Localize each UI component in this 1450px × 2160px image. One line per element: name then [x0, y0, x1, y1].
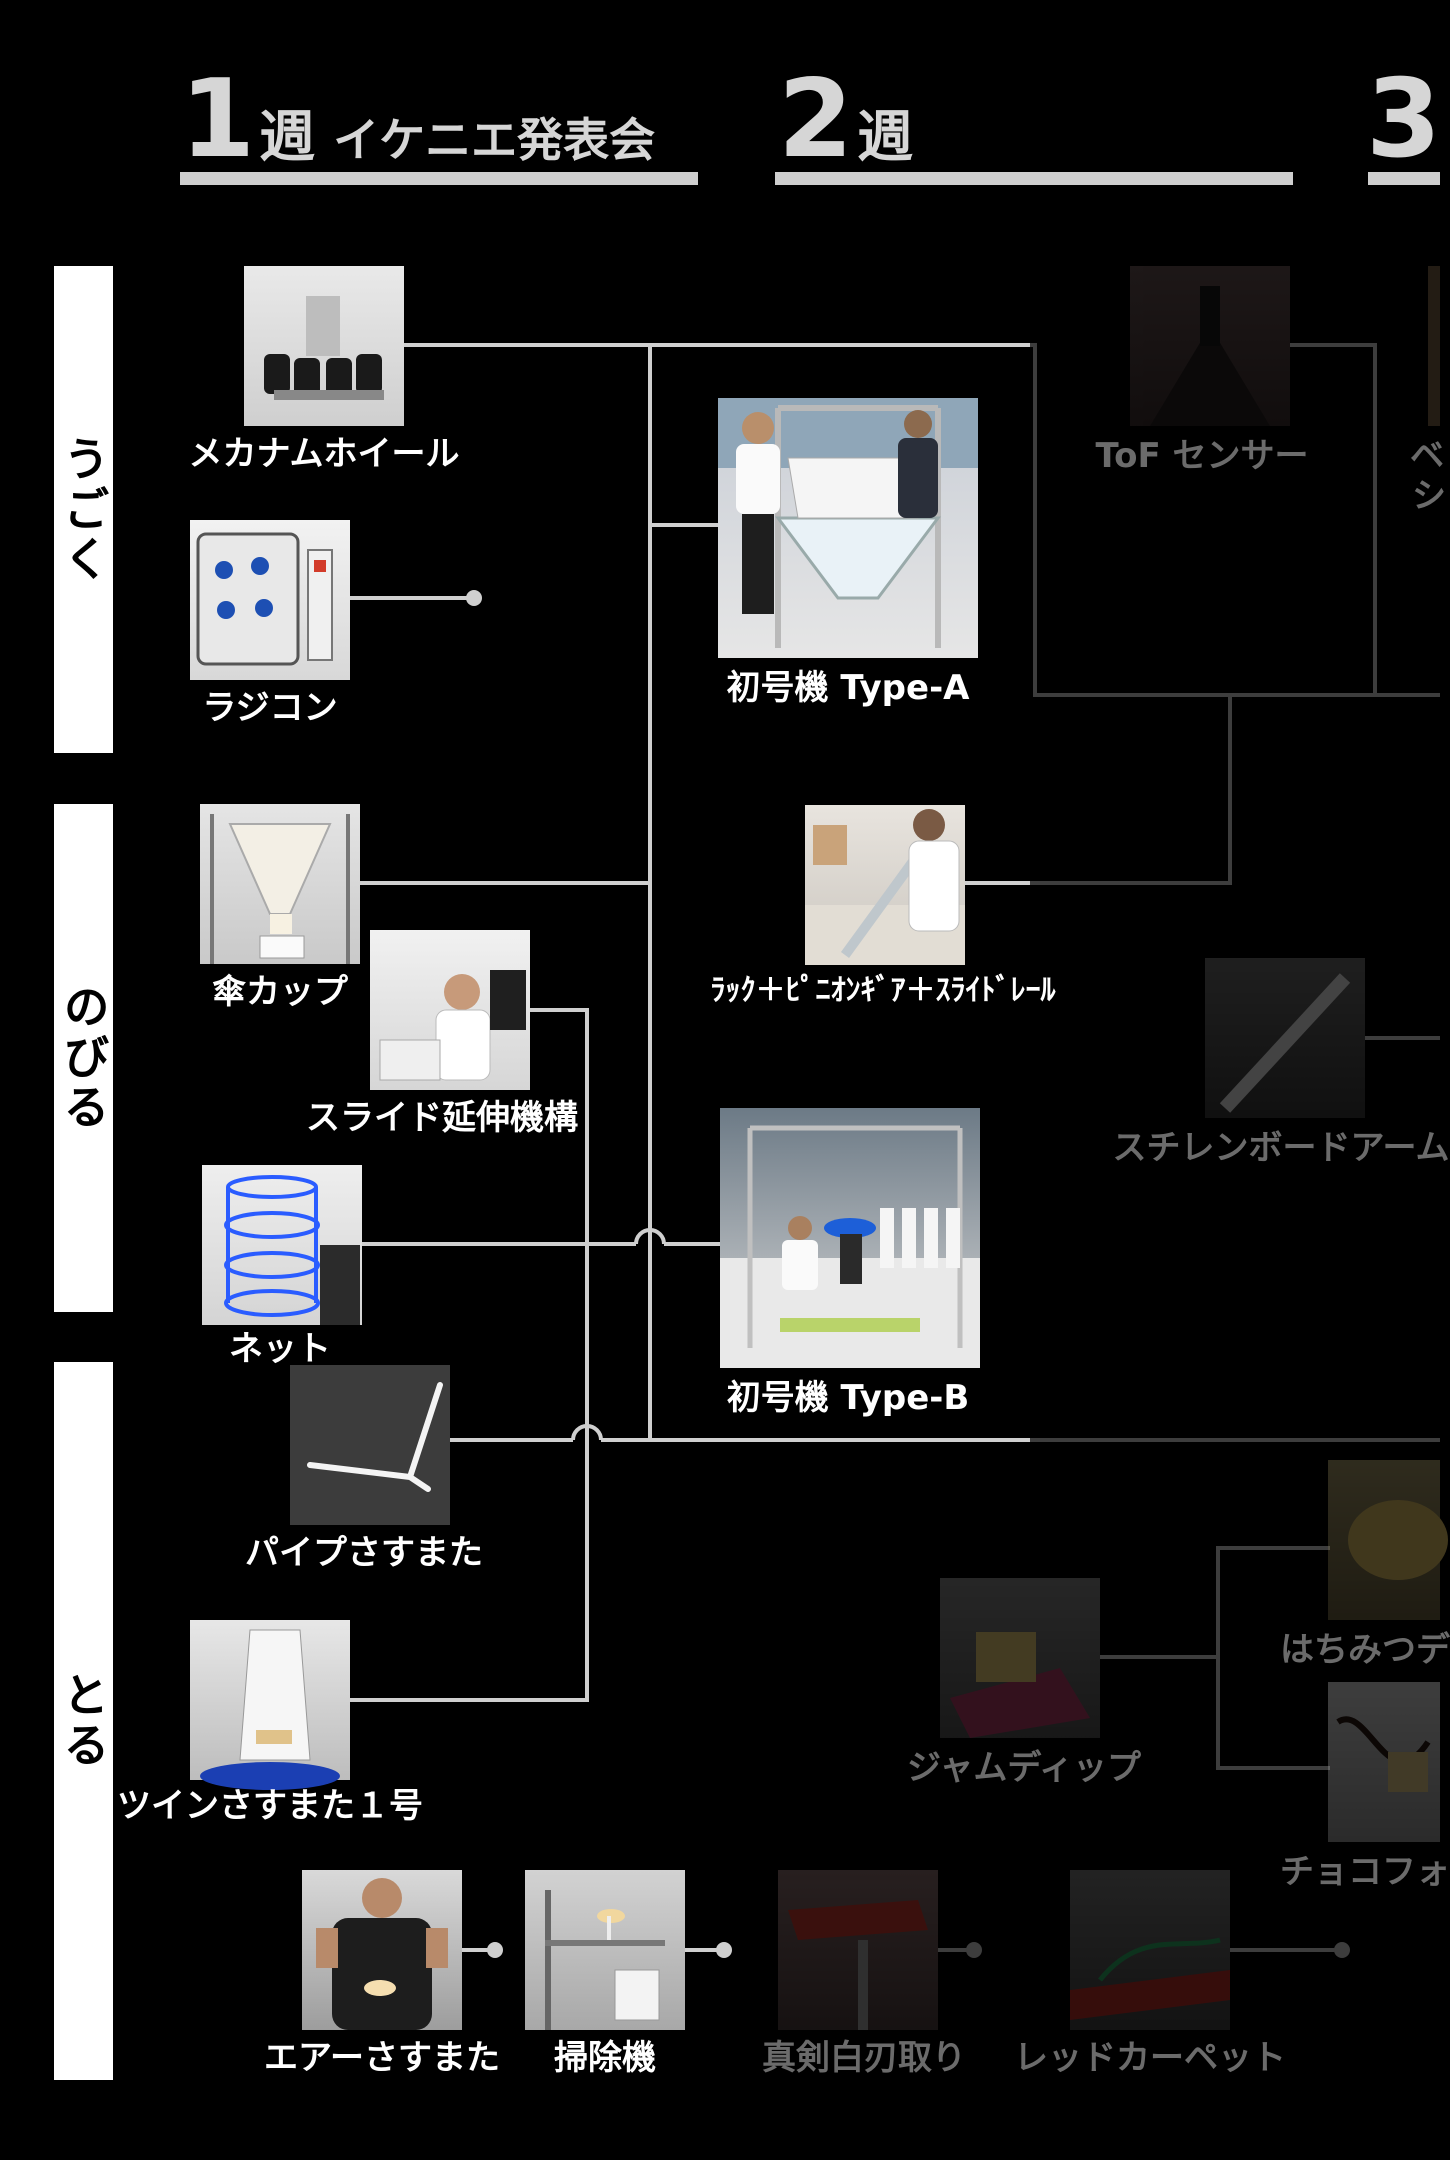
wire-dot-radicon: [466, 590, 482, 606]
label-pipe-sasumata: パイプさすまた: [245, 1533, 483, 1573]
photo-styrene-arm: [1205, 958, 1365, 1118]
label-styrene-arm: スチレンボードアーム: [1112, 1128, 1450, 1168]
photo-person-with-slide: [370, 930, 530, 1090]
label-radicon: ラジコン: [202, 688, 338, 728]
category-ugoku-label: うごく: [56, 434, 111, 585]
photo-honey: [1328, 1460, 1448, 1620]
week-1-subtitle: イケニエ発表会: [333, 113, 656, 167]
week-3-heading: 3: [1366, 66, 1441, 174]
photo-tof-sensor: [1130, 266, 1290, 426]
label-cut-be: ベ: [1410, 436, 1444, 476]
label-type-b: 初号機 Type-B: [726, 1378, 970, 1418]
wire-dot-vacuum: [716, 1942, 732, 1958]
label-honey: はちみつデ: [1280, 1630, 1450, 1670]
label-tof-sensor: ToF センサー: [1095, 436, 1309, 476]
photo-jam-dip: [940, 1578, 1100, 1738]
wire-faded-jam: [1100, 1546, 1330, 1770]
photo-mecanum-wheel-robot: [244, 266, 404, 426]
week-2-number: 2: [778, 57, 853, 182]
photo-type-a-frame: [718, 398, 978, 658]
category-ugoku: うごく: [54, 266, 113, 753]
week-3-number: 3: [1366, 57, 1441, 182]
week-2-bar: [775, 172, 1293, 185]
wire-faded-rack: [1030, 695, 1232, 885]
label-vacuum: 掃除機: [554, 2038, 656, 2078]
photo-shinken: [778, 1870, 938, 2030]
photo-chocolate: [1328, 1682, 1440, 1842]
label-shinken: 真剣白刃取り: [762, 2038, 966, 2078]
wire-pipe-hop: [571, 1424, 603, 1441]
photo-umbrella-cup: [200, 804, 360, 964]
wire-dot-air: [487, 1942, 503, 1958]
photo-radio-controller: [190, 520, 350, 680]
photo-person-holding-bread: [302, 1870, 462, 2030]
label-net: ネット: [229, 1329, 331, 1369]
week-1-bar: [180, 172, 698, 185]
wire-faded-week2: [1030, 343, 1440, 697]
wire-net-hop: [634, 1228, 666, 1245]
week-1-number: 1: [180, 57, 255, 182]
category-toru: とる: [54, 1362, 113, 2080]
week-3-bar: [1368, 172, 1440, 185]
photo-cut-top-right: [1428, 266, 1440, 426]
photo-type-b-team: [720, 1108, 980, 1368]
label-umbrella-cup: 傘カップ: [212, 972, 348, 1012]
label-slide-extension: スライド延伸機構: [306, 1098, 578, 1138]
wire-dot-shinken: [966, 1942, 982, 1958]
week-2-unit: 週: [857, 105, 914, 170]
photo-pipe-on-carpet: [290, 1365, 450, 1525]
label-mecanum-wheel: メカナムホイール: [188, 434, 460, 474]
category-nobiru: のびる: [54, 804, 113, 1312]
photo-vacuum-rig: [525, 1870, 685, 2030]
label-twin-sasumata: ツインさすまた１号: [117, 1786, 423, 1826]
label-type-a: 初号機 Type-A: [726, 668, 970, 708]
wire-slide: [350, 1008, 589, 1702]
label-jam-dip: ジャムディップ: [907, 1748, 1141, 1788]
category-toru-label: とる: [56, 1671, 111, 1771]
label-rack-pinion: ﾗｯｸ＋ﾋﾟﾆｵﾝｷﾞｱ＋ｽﾗｲﾄﾞﾚｰﾙ: [710, 973, 1056, 1008]
wire-faded-tof: [1290, 343, 1377, 695]
category-nobiru-label: のびる: [56, 983, 111, 1133]
photo-blue-net: [202, 1165, 362, 1325]
label-red-carpet: レッドカーペット: [1014, 2038, 1286, 2078]
label-chocolate: チョコフォ: [1280, 1852, 1450, 1892]
photo-rack-pinion: [805, 805, 965, 965]
wire-dot-carpet: [1334, 1942, 1350, 1958]
week-1-unit: 週: [259, 105, 316, 170]
label-cut-shi: シ: [1412, 476, 1446, 516]
photo-twin-sasumata: [190, 1620, 350, 1790]
label-air-sasumata: エアーさすまた: [264, 2038, 500, 2078]
photo-red-carpet: [1070, 1870, 1230, 2030]
